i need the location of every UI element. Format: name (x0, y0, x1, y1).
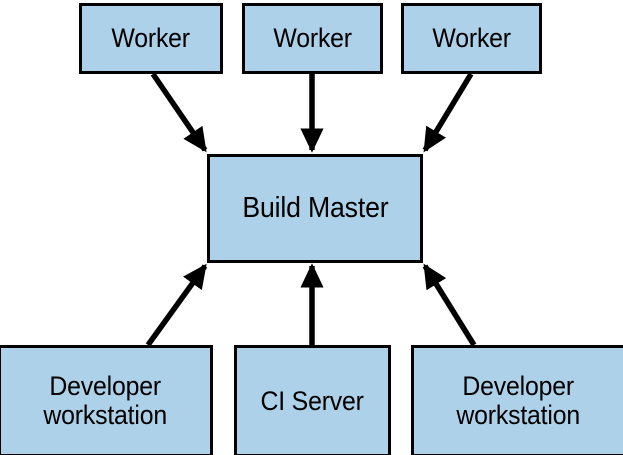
arrow-dev-left-to-build-master (145, 263, 208, 347)
node-developer-workstation-left-label: Developer workstation (43, 371, 168, 430)
node-worker-3-label: Worker (432, 23, 511, 54)
arrow-worker-1-to-build-master (150, 72, 208, 153)
node-developer-workstation-right[interactable]: Developer workstation (411, 345, 623, 455)
node-ci-server-label: CI Server (260, 385, 365, 416)
node-worker-2[interactable]: Worker (242, 3, 383, 74)
node-ci-server[interactable]: CI Server (234, 345, 391, 455)
arrow-worker-3-to-build-master (422, 72, 474, 153)
node-worker-1[interactable]: Worker (79, 3, 223, 74)
arrow-dev-right-to-build-master (422, 263, 477, 347)
node-build-master-label: Build Master (241, 192, 389, 225)
node-build-master[interactable]: Build Master (207, 154, 423, 263)
node-worker-2-label: Worker (273, 23, 352, 54)
node-developer-workstation-right-label: Developer workstation (456, 371, 581, 430)
node-developer-workstation-left[interactable]: Developer workstation (0, 345, 213, 455)
node-worker-1-label: Worker (111, 23, 191, 54)
node-worker-3[interactable]: Worker (401, 3, 542, 74)
